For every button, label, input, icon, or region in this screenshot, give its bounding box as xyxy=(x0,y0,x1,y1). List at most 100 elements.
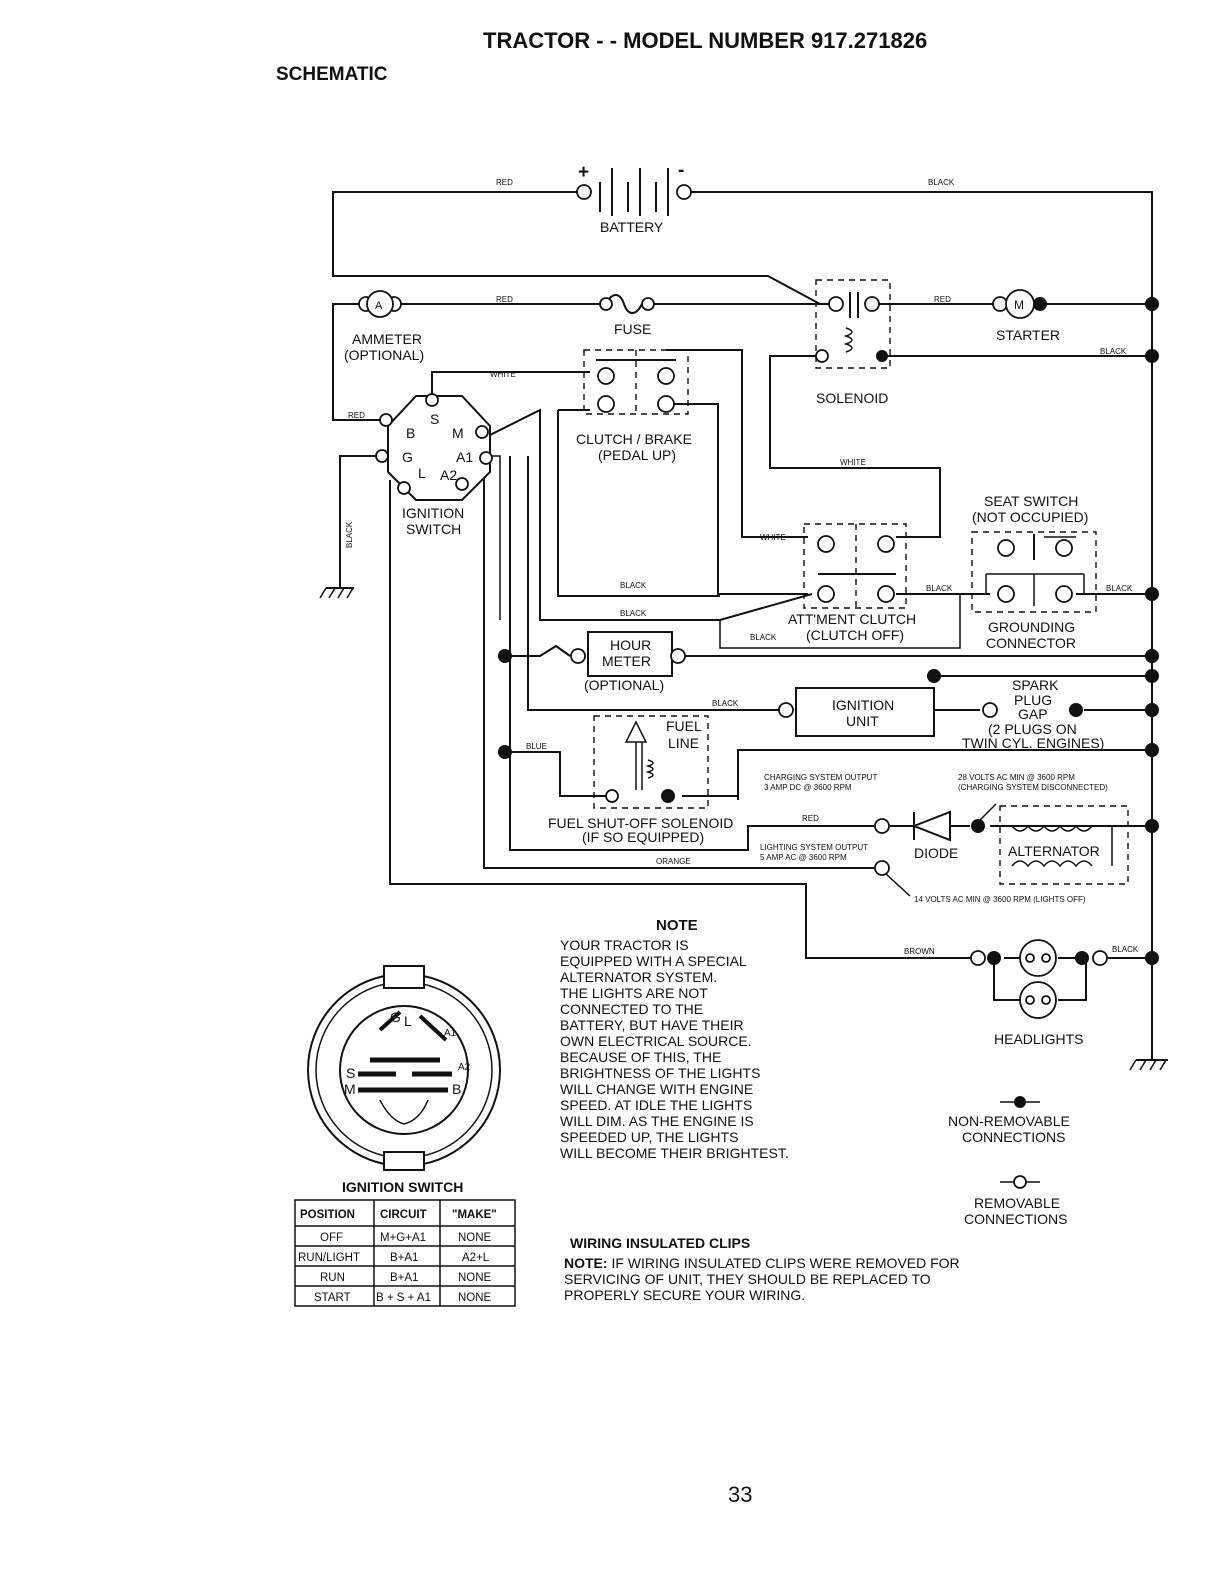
volts-14: 14 VOLTS AC MIN @ 3600 RPM (LIGHTS OFF) xyxy=(914,895,1086,904)
seat-switch: SEAT SWITCH (NOT OCCUPIED) GROUNDING CON… xyxy=(971,493,1097,651)
plug-label-m: M xyxy=(344,1081,356,1097)
ignition-table-caption: IGNITION SWITCH xyxy=(342,1179,463,1195)
fuel-solenoid-label: FUEL SHUT-OFF SOLENOID xyxy=(548,815,733,831)
volts-28b: (CHARGING SYSTEM DISCONNECTED) xyxy=(958,783,1108,792)
diode-label: DIODE xyxy=(914,845,958,861)
wire-label-orange: ORANGE xyxy=(656,857,691,866)
table-row-cell: START xyxy=(314,1292,351,1304)
table-row-cell: NONE xyxy=(458,1292,492,1304)
note-line: WILL BECOME THEIR BRIGHTEST. xyxy=(560,1145,789,1161)
table-header-make: "MAKE" xyxy=(452,1209,497,1221)
wire-label-white-attment: WHITE xyxy=(760,533,786,542)
wire-label-black-ground: BLACK xyxy=(345,521,354,548)
page-title: TRACTOR - - MODEL NUMBER 917.271826 xyxy=(483,28,927,53)
volts-28: 28 VOLTS AC MIN @ 3600 RPM xyxy=(958,773,1075,782)
wire-label-black-m: BLACK xyxy=(620,609,647,618)
legend-removable: REMOVABLE xyxy=(974,1195,1060,1211)
starter-symbol: M xyxy=(1014,298,1024,312)
ammeter-optional: (OPTIONAL) xyxy=(344,347,424,363)
battery-minus: - xyxy=(678,160,684,181)
page-subtitle: SCHEMATIC xyxy=(276,64,388,85)
charging-output2: 3 AMP DC @ 3600 RPM xyxy=(764,783,852,792)
table-row-cell: M+G+A1 xyxy=(380,1232,426,1244)
ammeter-label: AMMETER xyxy=(352,331,422,347)
spark-plug-label2: PLUG xyxy=(1014,692,1052,708)
wire-label-red-b: RED xyxy=(348,411,365,420)
plug-label-a2: A2 xyxy=(458,1062,471,1073)
attment-clutch-label: ATT'MENT CLUTCH xyxy=(788,611,916,627)
clips-line3: PROPERLY SECURE YOUR WIRING. xyxy=(564,1287,805,1303)
note-line: WILL DIM. AS THE ENGINE IS xyxy=(560,1113,754,1129)
table-row-cell: B+A1 xyxy=(390,1272,418,1284)
seat-switch-sub: (NOT OCCUPIED) xyxy=(972,509,1088,525)
starter-label: STARTER xyxy=(996,327,1060,343)
spark-plug-label3: GAP xyxy=(1018,706,1048,722)
page-number: 33 xyxy=(728,1482,752,1507)
ign-term-g: G xyxy=(402,449,413,465)
plug-label-s: S xyxy=(346,1065,355,1081)
fuel-shutoff-solenoid: FUEL LINE FUEL SHUT-OFF SOLENOID (IF SO … xyxy=(548,715,733,845)
plug-label-b: B xyxy=(452,1081,461,1097)
wire-label-black-attment: BLACK xyxy=(750,633,777,642)
clips-note: WIRING INSULATED CLIPS NOTE: IF WIRING I… xyxy=(564,1235,960,1303)
legend-non-removable2: CONNECTIONS xyxy=(962,1129,1065,1145)
ignition-switch-label2: SWITCH xyxy=(406,521,461,537)
note-heading: NOTE xyxy=(656,917,698,934)
ign-term-a1: A1 xyxy=(456,449,473,465)
battery-label: BATTERY xyxy=(600,219,664,235)
plug-label-a1: A1 xyxy=(444,1028,457,1039)
grounding-connector-label2: CONNECTOR xyxy=(986,635,1076,651)
spark-plug-label: SPARK xyxy=(1012,677,1059,693)
ignition-unit-label: IGNITION xyxy=(832,697,894,713)
ignition-switch: S B M G A1 L A2 IGNITION SWITCH xyxy=(375,393,493,537)
table-row-cell: NONE xyxy=(458,1272,492,1284)
legend-removable2: CONNECTIONS xyxy=(964,1211,1067,1227)
ign-term-m: M xyxy=(452,425,464,441)
wire-label-black-headlights: BLACK xyxy=(1112,945,1139,954)
wire-label-black-solenoid: BLACK xyxy=(1100,347,1127,356)
lighting-output: LIGHTING SYSTEM OUTPUT xyxy=(760,843,868,852)
ammeter: A AMMETER (OPTIONAL) xyxy=(344,290,424,363)
table-row-cell: B+A1 xyxy=(390,1252,418,1264)
table-row-cell: B + S + A1 xyxy=(376,1292,431,1304)
wires xyxy=(319,191,1168,1071)
attment-clutch-switch: ATT'MENT CLUTCH (CLUTCH OFF) xyxy=(788,523,916,643)
table-header-position: POSITION xyxy=(300,1209,355,1221)
wire-label-black-battery: BLACK xyxy=(928,178,955,187)
wire-label-red-battery: RED xyxy=(496,178,513,187)
legend-non-removable: NON-REMOVABLE xyxy=(948,1113,1070,1129)
frame-nodes xyxy=(498,297,1159,965)
battery: + - BATTERY xyxy=(576,160,692,235)
fuel-solenoid-sub: (IF SO EQUIPPED) xyxy=(582,829,704,845)
fuel-line-label: FUEL xyxy=(666,718,702,734)
hour-meter-label: HOUR xyxy=(610,637,651,653)
wire-label-blue: BLUE xyxy=(526,742,547,751)
plug-label-g: G xyxy=(390,1009,401,1025)
table-row-cell: RUN xyxy=(320,1272,345,1284)
lighting-output2: 5 AMP AC @ 3600 RPM xyxy=(760,853,847,862)
note-line: BECAUSE OF THIS, THE xyxy=(560,1049,721,1065)
table-row-cell: RUN/LIGHT xyxy=(298,1252,360,1264)
solenoid: SOLENOID xyxy=(815,279,891,406)
clips-heading: WIRING INSULATED CLIPS xyxy=(570,1235,750,1251)
legend: NON-REMOVABLE CONNECTIONS REMOVABLE CONN… xyxy=(948,1096,1070,1227)
note-line: YOUR TRACTOR IS xyxy=(560,937,689,953)
note-line: THE LIGHTS ARE NOT xyxy=(560,985,708,1001)
ign-term-l: L xyxy=(418,465,426,481)
ign-term-a2: A2 xyxy=(440,467,457,483)
grounding-connector-label: GROUNDING xyxy=(988,619,1075,635)
attment-clutch-sub: (CLUTCH OFF) xyxy=(806,627,904,643)
table-row-cell: A2+L xyxy=(462,1252,490,1264)
hour-meter-label2: METER xyxy=(602,653,651,669)
wire-label-black-seat: BLACK xyxy=(926,584,953,593)
note-line: OWN ELECTRICAL SOURCE. xyxy=(560,1033,752,1049)
ign-term-s: S xyxy=(430,411,439,427)
ignition-unit-label2: UNIT xyxy=(846,713,879,729)
table-row-cell: NONE xyxy=(458,1232,492,1244)
note-line: CONNECTED TO THE xyxy=(560,1001,703,1017)
wire-label-red-ammeter: RED xyxy=(496,295,513,304)
charging-specs: CHARGING SYSTEM OUTPUT 3 AMP DC @ 3600 R… xyxy=(760,773,1108,904)
clutch-brake-sub: (PEDAL UP) xyxy=(598,447,676,463)
note-line: SPEED. AT IDLE THE LIGHTS xyxy=(560,1097,752,1113)
